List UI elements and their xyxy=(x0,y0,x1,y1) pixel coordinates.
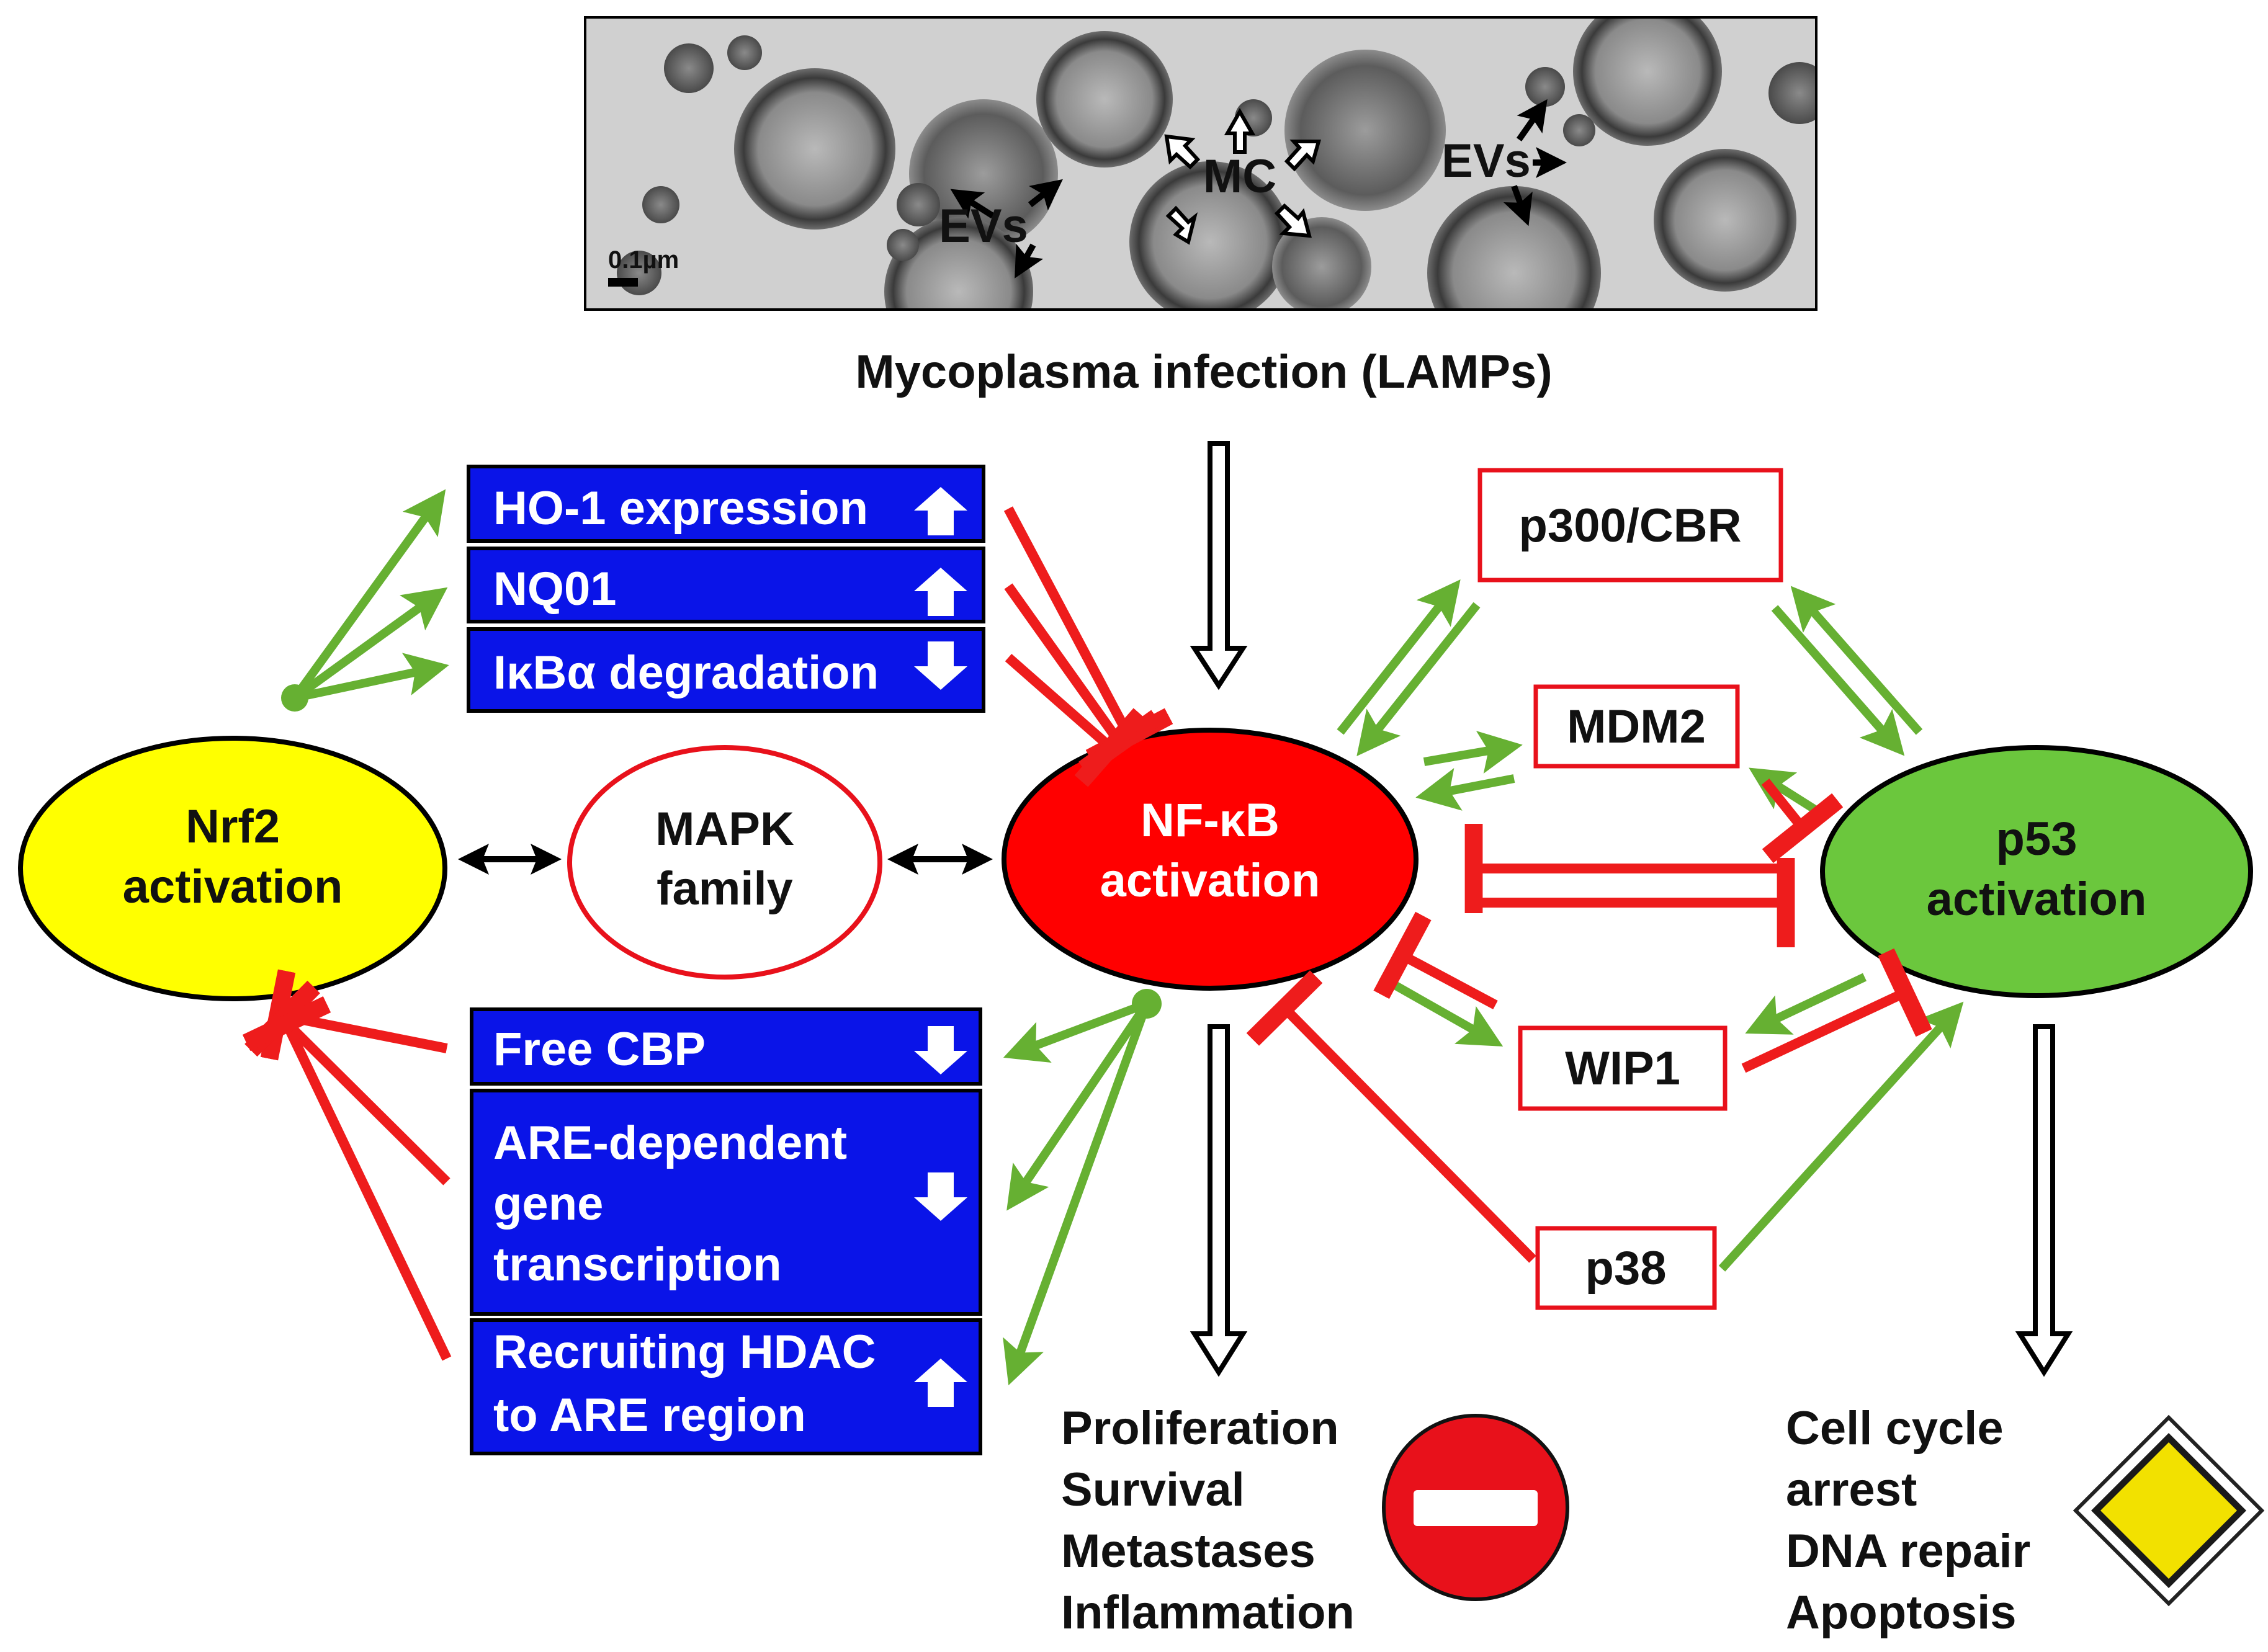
wip1-node: WIP1 xyxy=(1518,1025,1728,1111)
ev-right-pointers xyxy=(1503,99,1567,226)
nfkb-branch-node xyxy=(1132,989,1162,1019)
top-box-group: HO-1 expression NQ01 IκBα degradation xyxy=(467,465,985,713)
p38-p53-green-arrow xyxy=(1718,1001,1964,1272)
p300-nfkb-green-arrows xyxy=(1337,579,1481,756)
nfkb-wip1-green-arrow xyxy=(1378,973,1504,1047)
infection-to-nfkb-arrow xyxy=(1190,441,1248,690)
nrf2-branch-node xyxy=(281,684,308,712)
mc-pointers xyxy=(1164,107,1321,245)
infection-label: Mycoplasma infection (LAMPs) xyxy=(855,346,1552,398)
are-label-line-2: gene xyxy=(493,1177,603,1230)
mapk-label-line-2: family xyxy=(657,862,793,915)
nfkb-mdm2-green-arrows xyxy=(1415,731,1523,811)
mdm2-label: MDM2 xyxy=(1567,700,1706,753)
bottom-box-group: Free CBP ARE-dependent gene transcriptio… xyxy=(470,1007,982,1455)
nfkb-outcome-4: Inflammation xyxy=(1061,1586,1355,1639)
are-box: ARE-dependent gene transcription xyxy=(470,1089,982,1316)
nfkb-label-line-2: activation xyxy=(1100,854,1320,907)
priority-road-sign-icon xyxy=(2073,1414,2265,1607)
free-cbp-box: Free CBP xyxy=(470,1007,982,1086)
top-boxes-inhibit-nfkb xyxy=(1003,506,1173,787)
wip1-inhibits-p53 xyxy=(1741,948,1932,1073)
p53-outcomes: Cell cycle arrest DNA repair Apoptosis xyxy=(1786,1402,2030,1639)
nfkb-outcome-3: Metastases xyxy=(1061,1525,1316,1578)
nrf2-label-line-2: activation xyxy=(123,860,343,913)
p300-p53-green-arrows xyxy=(1771,586,1923,756)
ev-left-label: EVs xyxy=(939,200,1028,252)
are-down-arrow-icon xyxy=(914,1172,967,1221)
p53-outcome-4: Apoptosis xyxy=(1786,1586,2017,1639)
ho1-box: HO-1 expression xyxy=(467,465,985,543)
ikba-box: IκBα degradation xyxy=(467,627,985,713)
nfkb-outcome-arrow xyxy=(1190,1024,1248,1377)
p38-node: p38 xyxy=(1535,1226,1717,1310)
hdac-label-line-2: to ARE region xyxy=(493,1389,806,1442)
micrograph-image xyxy=(586,19,1815,308)
scale-label: 0.1µm xyxy=(608,246,679,274)
hdac-label-line-1: Recruiting HDAC xyxy=(493,1326,876,1378)
nfkb-activation-arrows xyxy=(1003,999,1151,1386)
p53-label-line-2: activation xyxy=(1927,873,2147,926)
wip1-label: WIP1 xyxy=(1565,1042,1680,1095)
mapk-node: MAPK family xyxy=(567,745,882,980)
p53-outcome-1: Cell cycle xyxy=(1786,1402,2004,1455)
scale-bar xyxy=(608,278,638,287)
ikba-down-arrow-icon xyxy=(914,641,967,690)
nfkb-outcome-2: Survival xyxy=(1061,1463,1245,1516)
mdm2-node: MDM2 xyxy=(1533,684,1740,769)
p53-wip1-green-arrow xyxy=(1745,973,1867,1035)
nfkb-outcome-1: Proliferation xyxy=(1061,1402,1339,1455)
p38-inhibits-nfkb xyxy=(1246,970,1536,1263)
nfkb-node: NF-κB activation xyxy=(1002,728,1419,991)
no-entry-sign-icon xyxy=(1382,1414,1569,1601)
nq01-label: NQ01 xyxy=(493,563,617,615)
nfkb-label-line-1: NF-κB xyxy=(1141,794,1280,847)
nrf2-node: Nrf2 activation xyxy=(18,736,447,1001)
mapk-label-line-1: MAPK xyxy=(655,803,794,855)
ho1-up-arrow-icon xyxy=(914,487,967,535)
ho1-label: HO-1 expression xyxy=(493,482,868,535)
are-label-line-3: transcription xyxy=(493,1238,782,1291)
nrf2-activation-arrows xyxy=(291,489,449,702)
nq01-box: NQ01 xyxy=(467,547,985,623)
p300-label: p300/CBR xyxy=(1519,499,1742,552)
bottom-boxes-inhibit-nrf2 xyxy=(242,969,452,1361)
ikba-label: IκBα degradation xyxy=(493,646,879,699)
hdac-up-arrow-icon xyxy=(914,1359,967,1407)
wip1-inhibits-nfkb xyxy=(1373,911,1498,1010)
p53-node: p53 activation xyxy=(1820,745,2253,998)
ev-left-pointers xyxy=(950,179,1063,279)
are-label-line-1: ARE-dependent xyxy=(493,1117,847,1169)
p53-outcome-3: DNA repair xyxy=(1786,1525,2030,1578)
nrf2-label-line-1: Nrf2 xyxy=(186,800,280,853)
hdac-box: Recruiting HDAC to ARE region xyxy=(470,1318,982,1455)
p53-outcome-arrow xyxy=(2015,1024,2073,1377)
free-cbp-down-arrow-icon xyxy=(914,1026,967,1074)
ev-right-label: EVs xyxy=(1441,135,1531,187)
p53-outcome-2: arrest xyxy=(1786,1463,1917,1516)
p300-node: p300/CBR xyxy=(1477,468,1783,583)
micrograph-panel: EVs MC EVs 0.1µm xyxy=(584,16,1818,311)
mdm2-inhibits-p53 xyxy=(1761,779,1844,864)
free-cbp-label: Free CBP xyxy=(493,1023,706,1076)
nfkb-outcomes: Proliferation Survival Metastases Inflam… xyxy=(1061,1402,1355,1639)
mc-label: MC xyxy=(1203,150,1276,203)
p53-label-line-1: p53 xyxy=(1996,813,2078,865)
p38-label: p38 xyxy=(1585,1242,1667,1295)
nq01-up-arrow-icon xyxy=(914,568,967,616)
